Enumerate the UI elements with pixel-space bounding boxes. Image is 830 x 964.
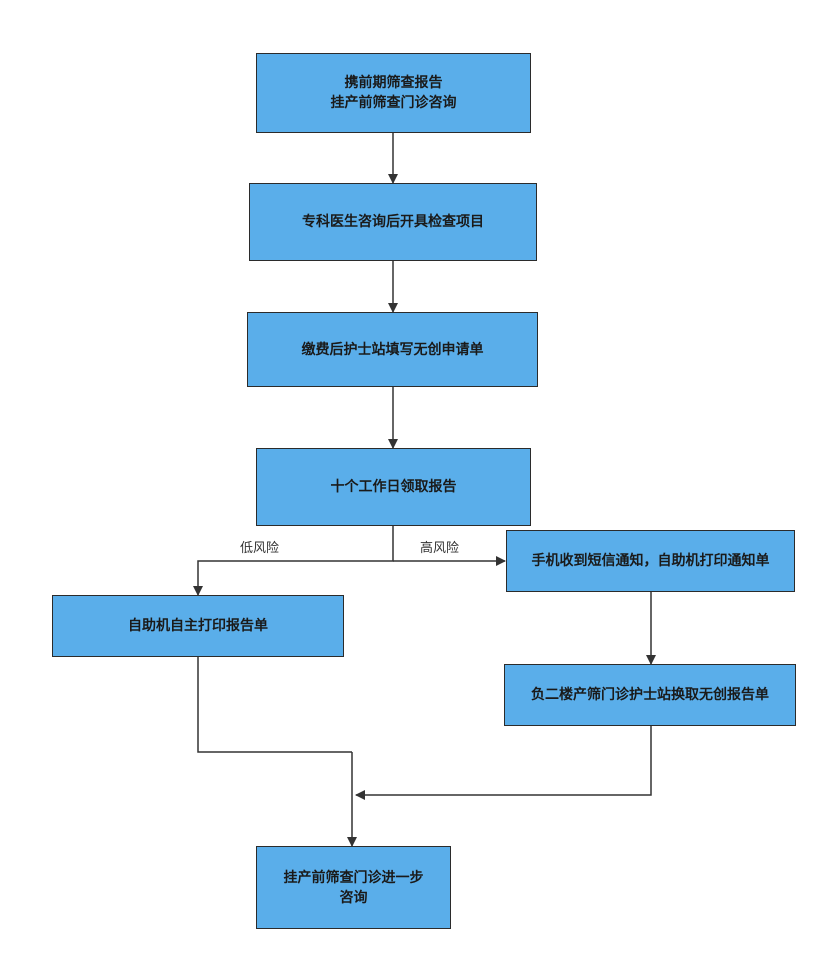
line-n6-merge [197,657,352,753]
label-high-risk: 高风险 [420,541,460,556]
node-self-print-report: 自助机自主打印报告单 [52,595,344,657]
node-further-consult: 挂产前筛查门诊进一步 咨询 [256,846,451,929]
node-specialist-consult: 专科医生咨询后开具检查项目 [249,183,537,261]
node-screening-report: 携前期筛查报告 挂产前筛查门诊咨询 [256,53,531,133]
node-exchange-report: 负二楼产筛门诊护士站换取无创报告单 [504,664,796,726]
arrow-n4-low-risk [193,526,394,596]
node-payment-application: 缴费后护士站填写无创申请单 [247,312,538,387]
node-sms-notify: 手机收到短信通知，自助机打印通知单 [506,530,795,592]
arrow-n7-merge [355,726,652,800]
node-collect-report: 十个工作日领取报告 [256,448,531,526]
label-low-risk: 低风险 [240,541,280,556]
